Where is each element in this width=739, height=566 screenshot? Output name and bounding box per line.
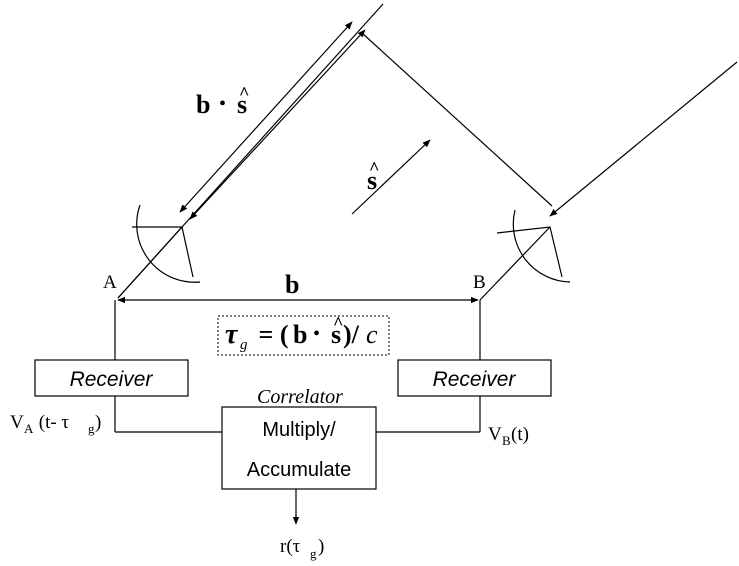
projection-label: b • s ^ [196, 83, 249, 119]
svg-text:•: • [308, 323, 325, 345]
svg-text:): ) [318, 536, 324, 557]
correlator-box [221, 406, 377, 490]
delay-formula: τ g = ( b • s ^ )/ c [225, 313, 378, 353]
receiver-b-box [397, 359, 552, 397]
svg-text:^: ^ [239, 83, 249, 103]
svg-text:g: g [88, 421, 95, 436]
antenna-b-label: B [473, 272, 486, 293]
projection-arrow-inner [189, 29, 366, 220]
antenna-a-label: A [103, 272, 117, 293]
dish-antenna-b-icon [479, 209, 571, 301]
svg-text:τ: τ [225, 319, 239, 350]
correlator-title: Correlator [257, 386, 343, 408]
receiver-b-label: Receiver [433, 368, 517, 391]
source-direction-label: s ^ [367, 158, 379, 195]
svg-text:(t): (t) [511, 424, 529, 445]
svg-text:c: c [366, 320, 378, 349]
receiver-a-label: Receiver [70, 368, 154, 391]
svg-text:b: b [293, 320, 307, 349]
ray-line-b [549, 61, 738, 217]
svg-text:V: V [10, 412, 24, 433]
svg-text:s: s [367, 166, 377, 195]
receiver-a-box [34, 359, 189, 397]
svg-text:•: • [219, 93, 226, 115]
svg-text:A: A [24, 421, 34, 436]
svg-text:= (: = ( [252, 320, 288, 349]
svg-text:r(τ: r(τ [280, 536, 301, 557]
signal-b-label: V B (t) [488, 424, 529, 448]
svg-text:^: ^ [369, 158, 379, 178]
source-direction-arrow [351, 139, 431, 215]
baseline-label: b [285, 270, 299, 299]
svg-text:)/: )/ [343, 320, 360, 349]
svg-text:^: ^ [333, 313, 343, 333]
wavefront-line [361, 32, 553, 207]
svg-text:s: s [331, 320, 341, 349]
svg-text:g: g [310, 546, 317, 561]
output-label: r(τ g ) [280, 536, 324, 561]
svg-text:g: g [240, 337, 248, 353]
svg-text:b: b [196, 90, 210, 119]
svg-text:s: s [237, 90, 247, 119]
svg-text:B: B [502, 433, 511, 448]
svg-text:V: V [488, 424, 502, 445]
correlator-line1: Multiply/ [262, 419, 336, 441]
svg-text:(t- τ: (t- τ [34, 412, 69, 433]
delay-formula-box [217, 315, 390, 356]
correlator-line2: Accumulate [247, 459, 352, 481]
dish-antenna-a-icon [117, 204, 201, 299]
signal-a-label: V A (t- τ g ) [10, 412, 101, 436]
svg-text:): ) [95, 412, 101, 433]
